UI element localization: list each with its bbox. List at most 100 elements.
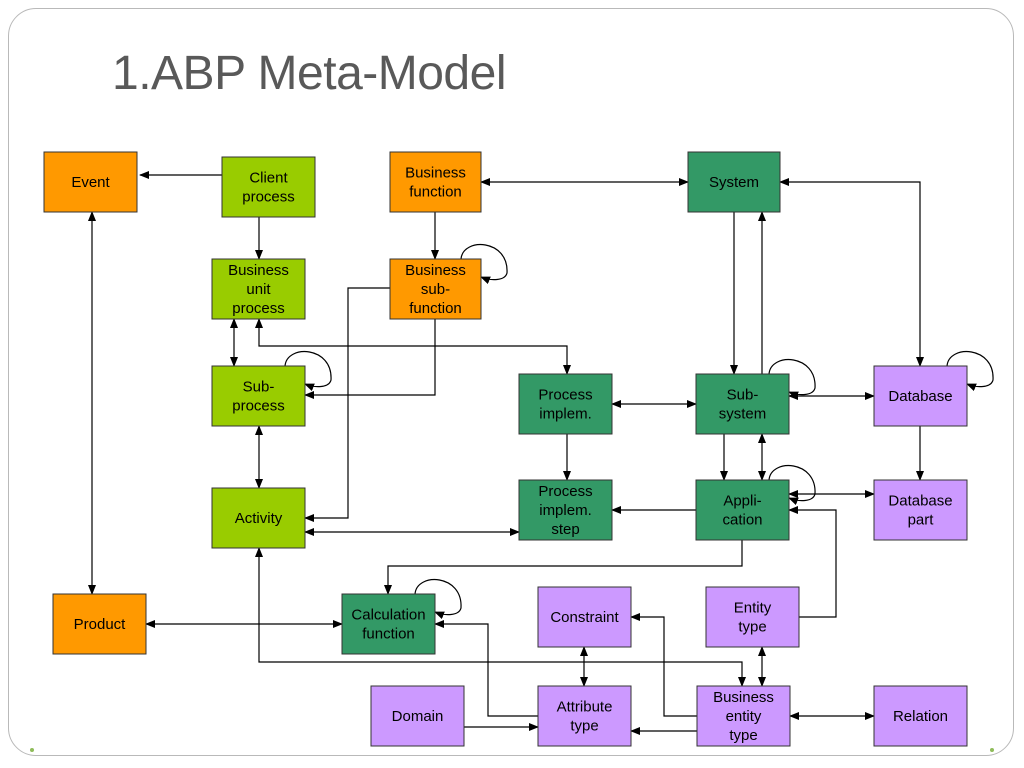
connector-business-unit-process-to-process-implem bbox=[255, 318, 571, 375]
node-process-implem-step: Process implem. step bbox=[518, 479, 613, 541]
node-label-business-sub-function: sub- bbox=[421, 281, 450, 298]
node-label-client-process: Client bbox=[249, 170, 288, 187]
node-entity-type: Entity type bbox=[705, 586, 800, 648]
node-domain: Domain bbox=[370, 685, 465, 747]
connector-business-entity-type-to-constraint bbox=[630, 613, 697, 717]
node-sub-system: Sub-system bbox=[695, 373, 790, 435]
node-box-system bbox=[687, 151, 781, 213]
node-label-product: Product bbox=[74, 616, 127, 633]
connector-sub-process-to-sub-process bbox=[284, 351, 332, 392]
node-box-business-sub-function bbox=[389, 258, 482, 320]
node-system: System bbox=[687, 151, 781, 213]
connector-database-to-database bbox=[946, 351, 994, 392]
node-database-part: Database part bbox=[873, 479, 968, 541]
node-label-sub-process: process bbox=[232, 398, 285, 415]
node-label-database-part: part bbox=[908, 512, 935, 529]
corner-dot-right bbox=[990, 748, 994, 752]
node-label-constraint: Constraint bbox=[550, 609, 619, 626]
node-label-business-function: function bbox=[409, 184, 462, 201]
node-label-application: Appli- bbox=[723, 493, 761, 510]
node-box-business-function bbox=[389, 151, 482, 213]
node-label-system: System bbox=[709, 174, 759, 191]
node-label-business-entity-type: type bbox=[729, 727, 757, 744]
connector-activity-to-business-entity-type bbox=[255, 547, 746, 687]
corner-dot-left bbox=[30, 748, 34, 752]
node-label-process-implem: implem. bbox=[539, 406, 592, 423]
connector-application-to-calculation-function bbox=[384, 540, 743, 595]
connector-entity-type-to-database-part bbox=[788, 506, 837, 618]
connector-business-sub-function-to-business-sub-function bbox=[460, 244, 508, 285]
node-label-database: Database bbox=[888, 388, 952, 405]
node-label-sub-process: Sub- bbox=[243, 379, 275, 396]
node-sub-process: Sub-process bbox=[211, 365, 306, 427]
node-box-database bbox=[873, 365, 968, 427]
node-label-relation: Relation bbox=[893, 708, 948, 725]
node-box-business-entity-type bbox=[696, 685, 791, 747]
node-label-application: cation bbox=[722, 512, 762, 529]
node-label-attribute-type: Attribute bbox=[557, 699, 613, 716]
node-label-business-unit-process: process bbox=[232, 300, 285, 317]
node-label-business-unit-process: Business bbox=[228, 262, 289, 279]
connector-application-to-application bbox=[768, 465, 816, 506]
node-label-event: Event bbox=[71, 174, 110, 191]
node-box-activity bbox=[211, 487, 306, 549]
node-label-business-entity-type: entity bbox=[726, 708, 762, 725]
node-box-entity-type bbox=[705, 586, 800, 648]
node-box-product bbox=[52, 593, 147, 655]
node-label-sub-system: system bbox=[719, 406, 767, 423]
node-business-entity-type: Business entity type bbox=[696, 685, 791, 747]
node-label-database-part: Database bbox=[888, 493, 952, 510]
node-box-client-process bbox=[221, 156, 316, 218]
node-label-calculation-function: Calculation bbox=[351, 607, 425, 624]
node-calculation-function: Calculation function bbox=[341, 593, 436, 655]
node-box-attribute-type bbox=[537, 685, 632, 747]
node-event: Event bbox=[43, 151, 138, 213]
node-label-process-implem: Process bbox=[538, 387, 592, 404]
slide-title: 1.ABP Meta-Model bbox=[112, 47, 506, 100]
node-box-domain bbox=[370, 685, 465, 747]
node-label-process-implem-step: Process bbox=[538, 483, 592, 500]
node-attribute-type: Attribute type bbox=[537, 685, 632, 747]
node-box-sub-process bbox=[211, 365, 306, 427]
node-business-sub-function: Business sub-function bbox=[389, 258, 482, 320]
node-box-business-unit-process bbox=[211, 258, 306, 320]
node-database: Database bbox=[873, 365, 968, 427]
node-box-constraint bbox=[537, 586, 632, 648]
node-label-business-entity-type: Business bbox=[713, 689, 774, 706]
node-business-function: Business function bbox=[389, 151, 482, 213]
node-box-process-implem-step bbox=[518, 479, 613, 541]
node-box-calculation-function bbox=[341, 593, 436, 655]
node-label-process-implem-step: implem. bbox=[539, 502, 592, 519]
node-relation: Relation bbox=[873, 685, 968, 747]
node-product: Product bbox=[52, 593, 147, 655]
node-label-entity-type: type bbox=[738, 619, 766, 636]
node-business-unit-process: Business unit process bbox=[211, 258, 306, 320]
node-label-sub-system: Sub- bbox=[727, 387, 759, 404]
node-label-business-function: Business bbox=[405, 165, 466, 182]
node-box-sub-system bbox=[695, 373, 790, 435]
connector-layer bbox=[88, 171, 994, 735]
node-label-activity: Activity bbox=[235, 510, 283, 527]
node-box-process-implem bbox=[518, 373, 613, 435]
node-label-client-process: process bbox=[242, 189, 295, 206]
node-label-business-unit-process: unit bbox=[246, 281, 271, 298]
node-client-process: Client process bbox=[221, 156, 316, 218]
node-label-process-implem-step: step bbox=[551, 521, 579, 538]
node-application: Appli-cation bbox=[695, 479, 790, 541]
connector-business-sub-function-to-activity bbox=[304, 287, 390, 522]
node-constraint: Constraint bbox=[537, 586, 632, 648]
node-label-entity-type: Entity bbox=[734, 600, 772, 617]
node-box-database-part bbox=[873, 479, 968, 541]
node-label-business-sub-function: Business bbox=[405, 262, 466, 279]
node-label-attribute-type: type bbox=[570, 718, 598, 735]
connector-business-sub-function-to-sub-process bbox=[304, 319, 436, 399]
connector-system-to-database bbox=[779, 178, 924, 367]
node-label-domain: Domain bbox=[392, 708, 444, 725]
node-label-calculation-function: function bbox=[362, 626, 415, 643]
node-label-business-sub-function: function bbox=[409, 300, 462, 317]
node-activity: Activity bbox=[211, 487, 306, 549]
node-box-relation bbox=[873, 685, 968, 747]
